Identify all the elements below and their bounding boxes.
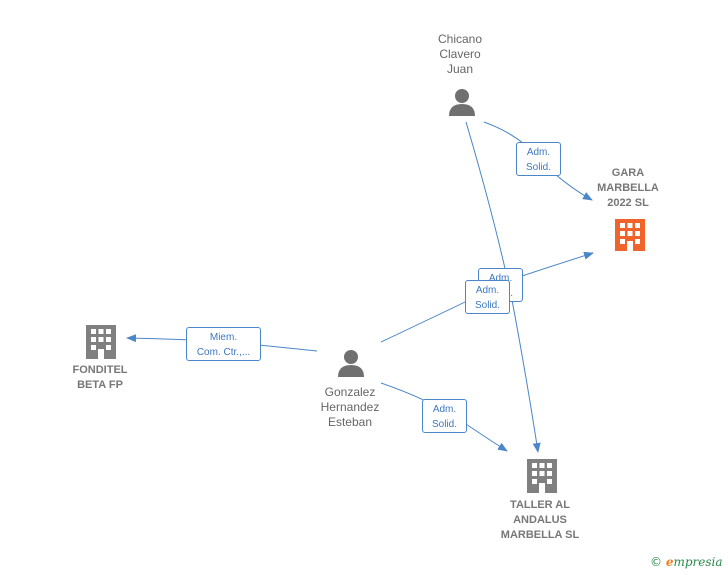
node-label-gara[interactable]: GARA MARBELLA 2022 SL [597,167,659,209]
brand-initial: e [665,555,674,569]
edge-label-gonzalez-fonditel[interactable]: Miem. Com. Ctr.,... [186,327,261,361]
edge-label-chicano-gara[interactable]: Adm. Solid. [516,142,561,176]
person-icon[interactable] [338,350,364,377]
node-label-gonzalez[interactable]: Gonzalez Hernandez Esteban [320,385,380,429]
node-label-taller[interactable]: TALLER AL ANDALUS MARBELLA SL [500,499,580,541]
node-label-chicano[interactable]: Chicano Clavero Juan [437,32,483,76]
building-icon[interactable] [86,325,116,359]
brand-logo[interactable]: © empresia [650,555,723,569]
node-label-fonditel[interactable]: FONDITEL BETA FP [72,364,128,391]
brand-name: mpresia [673,555,723,569]
building-icon[interactable] [615,219,645,251]
person-icon[interactable] [449,89,475,116]
building-icon[interactable] [527,459,557,493]
edge-label-gonzalez-gara[interactable]: Adm. Solid. [465,280,510,314]
copyright-symbol: © [650,555,662,569]
edge-label-gonzalez-taller[interactable]: Adm. Solid. [422,399,467,433]
